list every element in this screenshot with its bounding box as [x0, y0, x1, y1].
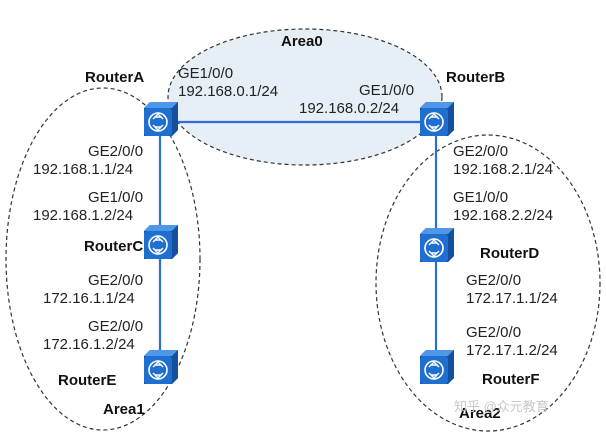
- area2-label: Area2: [459, 405, 501, 422]
- router-icon: [143, 224, 179, 260]
- router-icon: [419, 227, 455, 263]
- router-b-ge200-ip: 192.168.2.1/24: [453, 161, 554, 178]
- router-icon: [143, 101, 179, 137]
- router-c-label: RouterC: [84, 238, 144, 255]
- router-a-ge200-port: GE2/0/0: [88, 143, 144, 160]
- router-b-ge100-ip: 192.168.0.2/24: [299, 100, 400, 117]
- router-d-ge100-ip: 192.168.2.2/24: [453, 207, 554, 224]
- router-d-ge200-ip: 172.17.1.1/24: [466, 290, 558, 307]
- area2-boundary: [375, 134, 601, 432]
- router-c-ge200-port: GE2/0/0: [88, 272, 144, 289]
- area1-label: Area1: [103, 401, 145, 418]
- router-b-label: RouterB: [446, 69, 506, 86]
- router-c-ge200-ip: 172.16.1.1/24: [43, 290, 135, 307]
- router-e-ge200-port: GE2/0/0: [88, 318, 144, 335]
- area0-label: Area0: [281, 33, 323, 50]
- router-a-ge200-ip: 192.168.1.1/24: [33, 161, 134, 178]
- router-a-ge100-ip: 192.168.0.1/24: [178, 83, 279, 100]
- router-f-label: RouterF: [482, 371, 540, 388]
- watermark: 知乎 @众元教育: [454, 399, 549, 414]
- router-e-ge200-ip: 172.16.1.2/24: [43, 336, 135, 353]
- router-c-ge100-port: GE1/0/0: [88, 189, 144, 206]
- router-e-label: RouterE: [58, 372, 117, 389]
- router-d-label: RouterD: [480, 245, 540, 262]
- router-a-ge100-port: GE1/0/0: [178, 65, 234, 82]
- area0-boundary: [167, 28, 443, 166]
- router-d-ge200-port: GE2/0/0: [466, 272, 522, 289]
- router-icon: [143, 349, 179, 385]
- router-b-ge200-port: GE2/0/0: [453, 143, 509, 160]
- router-c-ge100-ip: 192.168.1.2/24: [33, 207, 134, 224]
- router-f-ge200-ip: 172.17.1.2/24: [466, 342, 558, 359]
- router-d-ge100-port: GE1/0/0: [453, 189, 509, 206]
- area1-boundary: [5, 87, 201, 431]
- router-b-ge100-port: GE1/0/0: [359, 82, 415, 99]
- router-icon: [419, 101, 455, 137]
- router-f-ge200-port: GE2/0/0: [466, 324, 522, 341]
- router-a-label: RouterA: [85, 69, 145, 86]
- router-icon: [419, 349, 455, 385]
